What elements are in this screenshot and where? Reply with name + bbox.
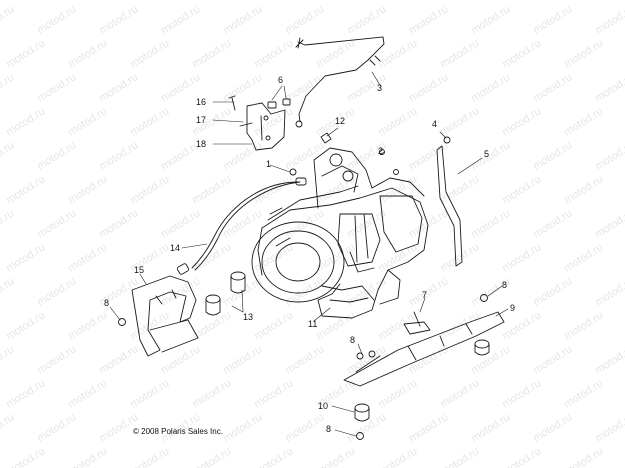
callout-13: 13 bbox=[243, 312, 254, 322]
callout-17: 17 bbox=[196, 115, 207, 125]
callout-9: 9 bbox=[510, 303, 516, 313]
callout-16: 16 bbox=[196, 97, 207, 107]
frame-rail-9 bbox=[343, 311, 505, 387]
callout-8-bottom: 8 bbox=[326, 424, 332, 434]
brake-line-3 bbox=[297, 36, 385, 123]
callout-7: 7 bbox=[422, 290, 428, 300]
bracket-18 bbox=[246, 102, 286, 151]
engine-assembly-11 bbox=[251, 147, 429, 319]
callout-11: 11 bbox=[308, 319, 318, 329]
callout-12: 12 bbox=[335, 116, 346, 126]
cable-14 bbox=[191, 181, 299, 269]
rod-5 bbox=[436, 145, 463, 267]
callout-10: 10 bbox=[318, 401, 329, 411]
callout-3: 3 bbox=[377, 83, 383, 93]
callout-2: 2 bbox=[378, 146, 384, 156]
callout-8-center: 8 bbox=[350, 335, 356, 345]
callout-18: 18 bbox=[196, 139, 207, 149]
copyright-notice: © 2008 Polaris Sales Inc. bbox=[133, 427, 223, 436]
bracket-15 bbox=[131, 275, 197, 357]
callout-14: 14 bbox=[170, 243, 181, 253]
callout-1: 1 bbox=[266, 159, 272, 169]
callout-4: 4 bbox=[432, 119, 438, 129]
callout-15: 15 bbox=[134, 265, 145, 275]
callout-6: 6 bbox=[278, 75, 284, 85]
engine-mount-13 bbox=[205, 271, 246, 316]
callout-8-right: 8 bbox=[502, 280, 508, 290]
callout-5: 5 bbox=[484, 149, 490, 159]
callout-8-left: 8 bbox=[104, 298, 110, 308]
